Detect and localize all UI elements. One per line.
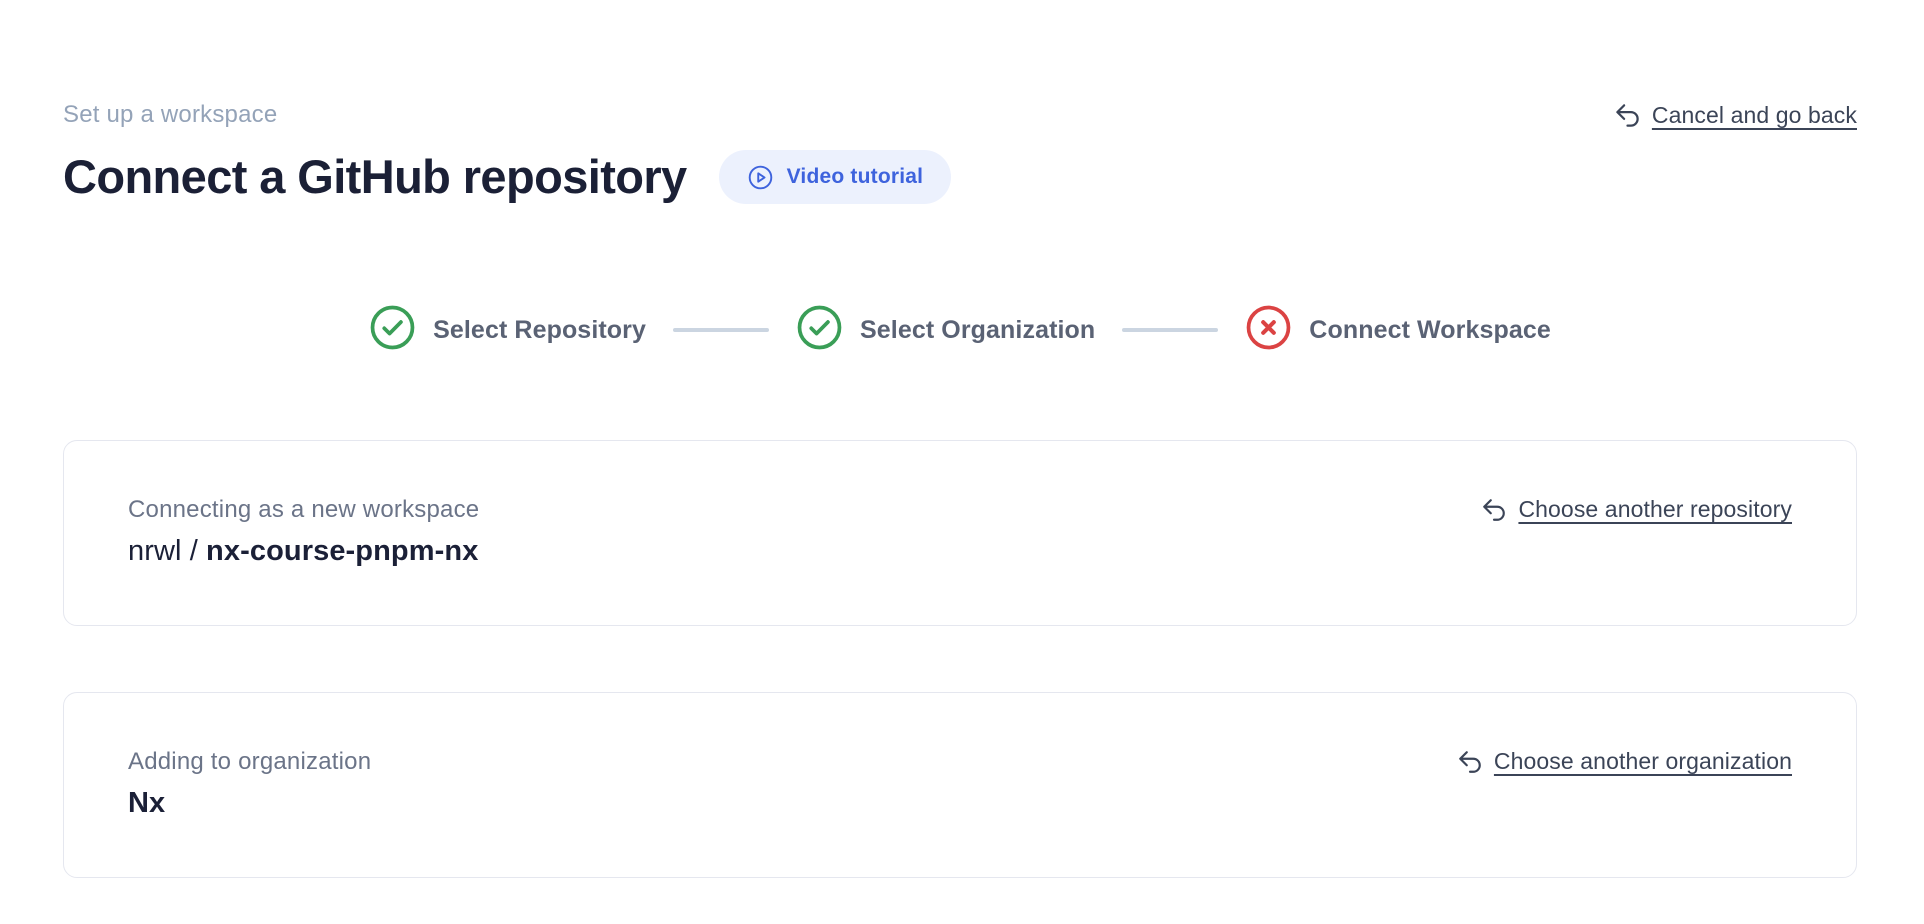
undo-arrow-icon [1481, 497, 1507, 523]
stepper: Select Repository Select Organization Co… [63, 304, 1857, 356]
header-left: Set up a workspace Connect a GitHub repo… [63, 100, 952, 204]
cancel-link-label: Cancel and go back [1651, 102, 1857, 128]
undo-arrow-icon [1614, 102, 1641, 129]
step-connector [1122, 328, 1219, 332]
cancel-and-go-back-link[interactable]: Cancel and go back [1614, 102, 1857, 129]
title-row: Connect a GitHub repository Video tutori… [63, 150, 952, 204]
step-label: Connect Workspace [1309, 315, 1551, 344]
video-tutorial-button[interactable]: Video tutorial [718, 150, 952, 204]
repository-repo: nx-course-pnpm-nx [206, 535, 479, 567]
check-circle-icon [796, 304, 843, 356]
header: Set up a workspace Connect a GitHub repo… [63, 100, 1857, 204]
step-connector [673, 328, 769, 332]
organization-value: Nx [128, 787, 166, 819]
check-circle-icon [369, 304, 416, 356]
repository-card-info: Connecting as a new workspace nrwl / nx-… [128, 495, 479, 569]
repository-owner: nrwl / [128, 535, 207, 567]
organization-name: Nx [128, 785, 371, 821]
x-circle-icon [1245, 304, 1292, 356]
video-tutorial-label: Video tutorial [786, 165, 924, 188]
undo-arrow-icon [1457, 749, 1483, 775]
step-label: Select Repository [433, 315, 646, 344]
step-select-organization: Select Organization [796, 304, 1095, 356]
organization-card: Adding to organization Nx Choose another… [63, 692, 1857, 878]
setup-workspace-page: Set up a workspace Connect a GitHub repo… [63, 100, 1857, 878]
breadcrumb: Set up a workspace [63, 101, 278, 128]
card-label: Adding to organization [128, 748, 372, 775]
repository-card: Connecting as a new workspace nrwl / nx-… [63, 440, 1857, 626]
card-label: Connecting as a new workspace [128, 496, 480, 523]
play-circle-icon [747, 164, 774, 191]
step-connect-workspace: Connect Workspace [1245, 304, 1551, 356]
choose-another-repository-link[interactable]: Choose another repository [1481, 496, 1792, 523]
page-title: Connect a GitHub repository [63, 150, 687, 203]
choose-another-organization-link[interactable]: Choose another organization [1457, 748, 1792, 775]
organization-card-info: Adding to organization Nx [128, 747, 371, 821]
step-select-repository: Select Repository [369, 304, 646, 356]
repository-name: nrwl / nx-course-pnpm-nx [128, 533, 479, 569]
choose-another-organization-label: Choose another organization [1493, 748, 1792, 774]
step-label: Select Organization [860, 315, 1096, 344]
choose-another-repository-label: Choose another repository [1518, 496, 1792, 522]
